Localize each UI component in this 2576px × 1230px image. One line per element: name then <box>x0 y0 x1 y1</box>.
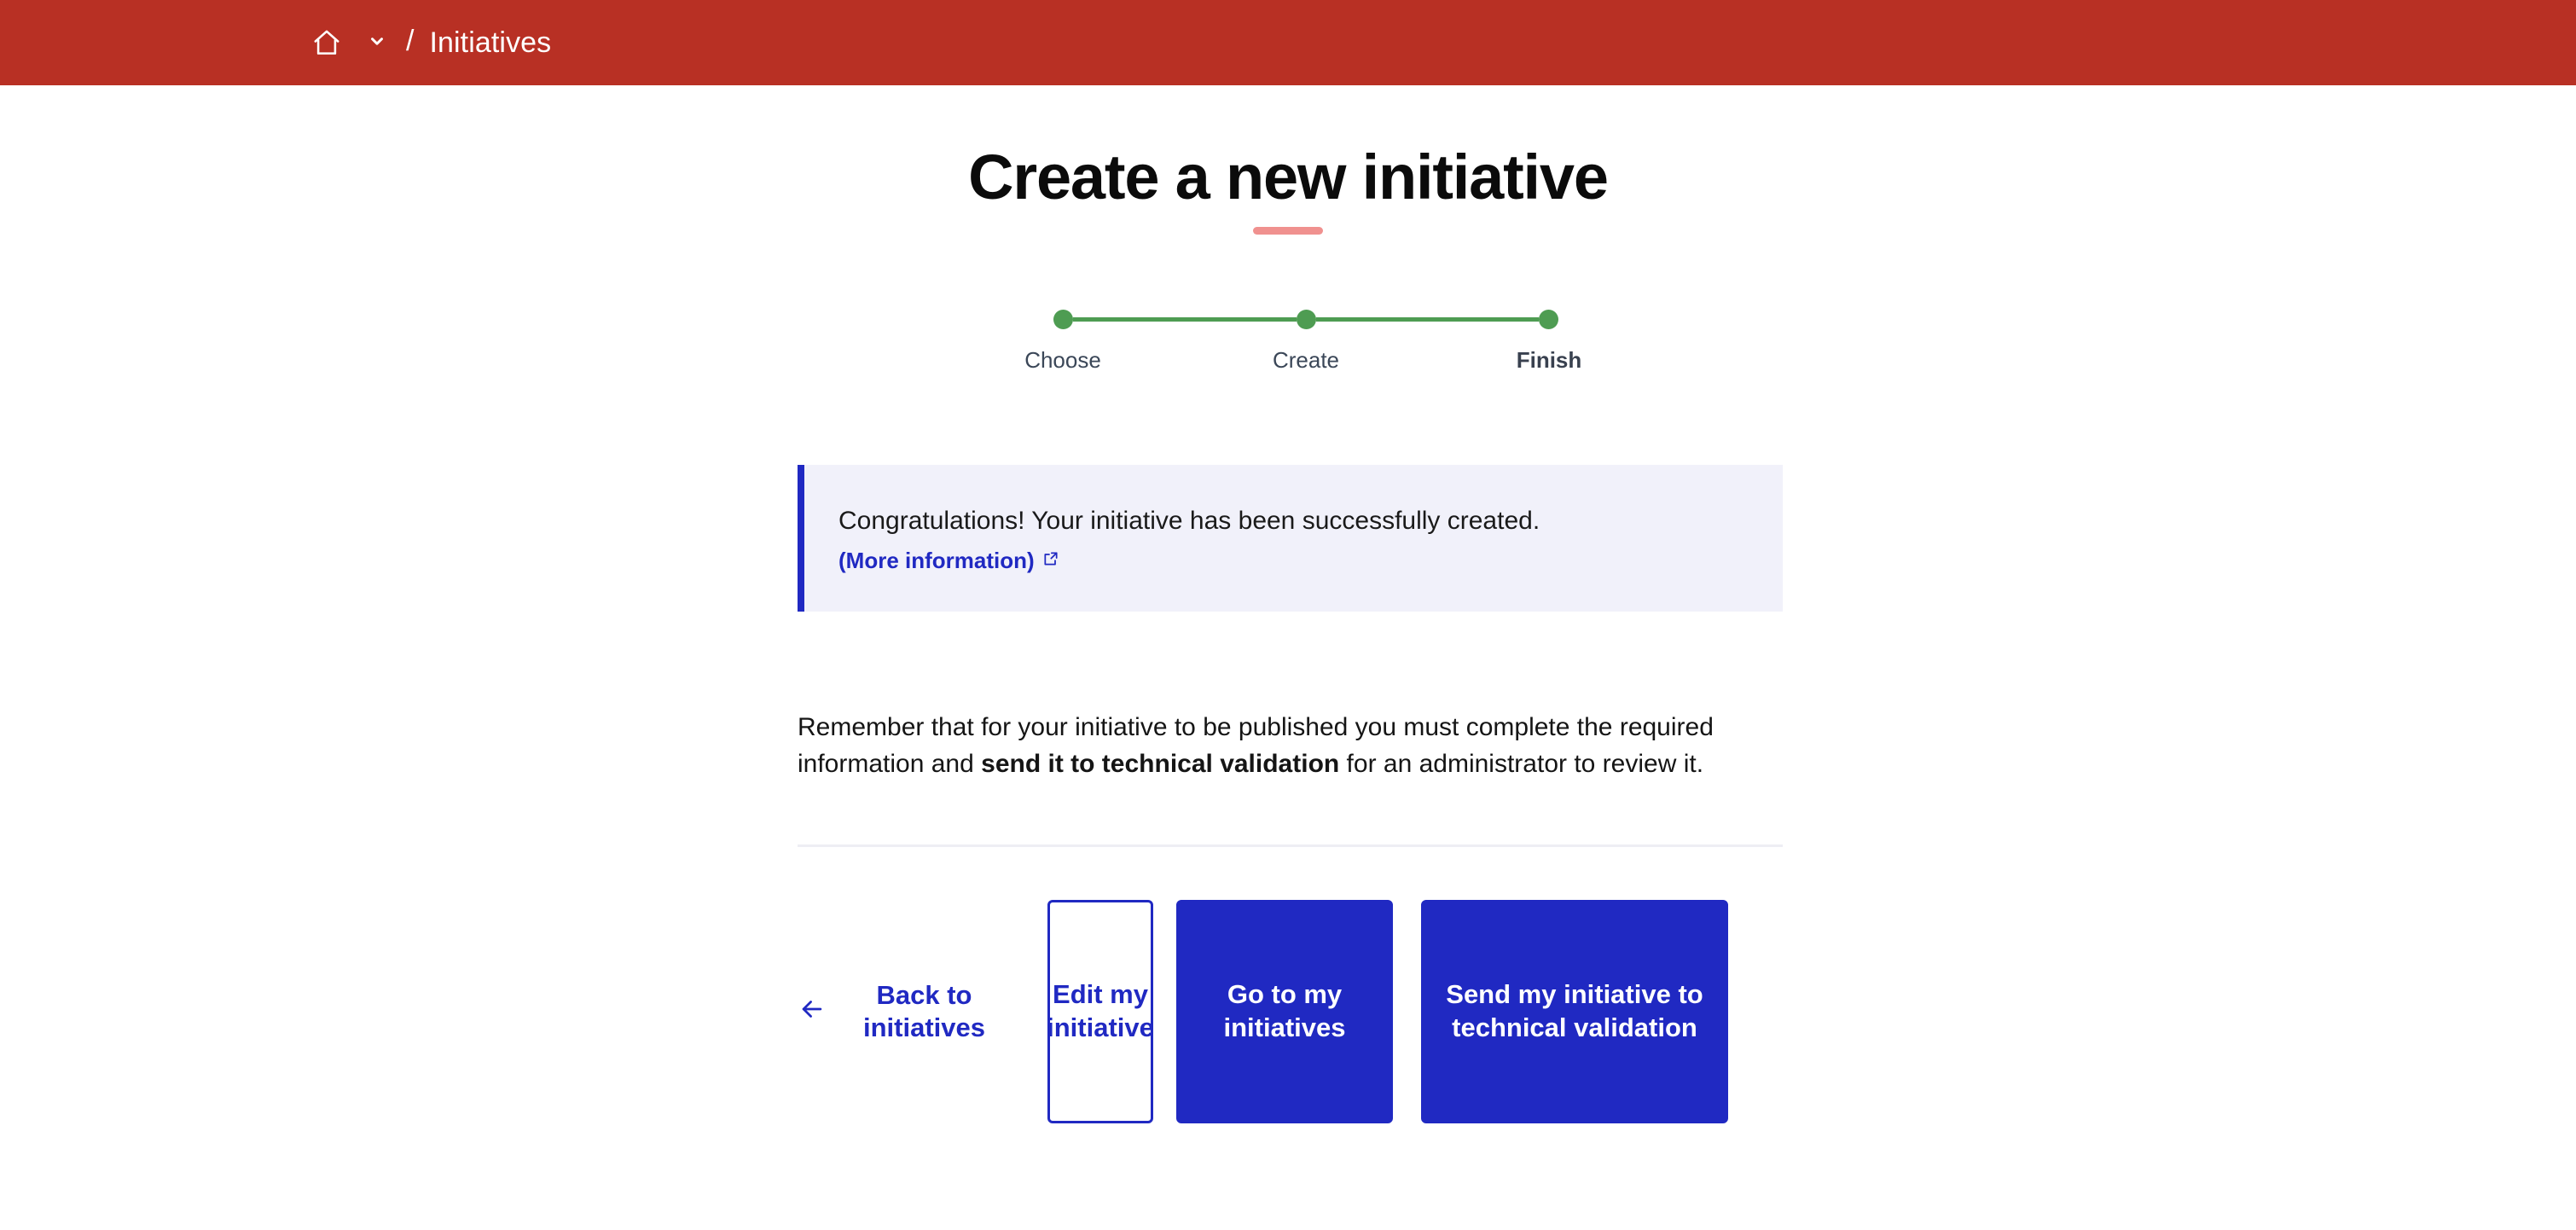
progress-stepper: Choose Create Finish <box>1018 308 1581 373</box>
step-dot-create[interactable] <box>1296 310 1316 330</box>
step-connector-1 <box>1073 317 1297 322</box>
page-body: Create a new initiative Choose Create Fi… <box>0 85 2576 1123</box>
go-to-my-initiatives-button[interactable]: Go to my initiatives <box>1176 899 1393 1123</box>
page-title: Create a new initiative <box>968 142 1609 212</box>
stepper-labels: Choose Create Finish <box>1024 346 1581 373</box>
breadcrumb-separator: / <box>406 25 415 57</box>
home-button[interactable] <box>307 23 346 62</box>
publication-notice: Remember that for your initiative to be … <box>798 710 1744 782</box>
edit-my-initiative-button[interactable]: Edit my initiative <box>1047 899 1154 1123</box>
step-dot-finish[interactable] <box>1539 310 1558 330</box>
chevron-down-icon <box>368 32 386 55</box>
section-divider <box>798 844 1783 847</box>
notice-part-2: for an administrator to review it. <box>1339 750 1704 778</box>
step-connector-2 <box>1315 317 1539 322</box>
step-label-finish: Finish <box>1516 346 1582 373</box>
back-to-initiatives-link[interactable]: Back to initiatives <box>798 900 1005 1123</box>
go-to-my-initiatives-label: Go to my initiatives <box>1223 978 1346 1042</box>
home-dropdown-button[interactable] <box>360 23 394 62</box>
notice-part-1: Remember that for your initiative to be … <box>798 713 1714 778</box>
step-label-create: Create <box>1272 346 1340 373</box>
arrow-left-icon <box>798 995 827 1028</box>
page-title-block: Create a new initiative <box>0 143 2576 235</box>
content-column: Congratulations! Your initiative has bee… <box>798 464 1783 1123</box>
external-link-icon <box>1042 550 1059 571</box>
more-information-row: (More information) <box>838 548 1783 574</box>
top-navigation-bar: / Initiatives <box>0 0 2576 85</box>
step-dot-choose[interactable] <box>1053 310 1073 330</box>
success-callout: Congratulations! Your initiative has bee… <box>798 464 1783 612</box>
back-to-initiatives-label: Back to initiatives <box>863 979 985 1042</box>
notice-emphasis: send it to technical validation <box>981 750 1340 778</box>
action-button-row: Back to initiatives Edit my initiative G… <box>798 899 1783 1123</box>
send-to-technical-validation-button[interactable]: Send my initiative to technical validati… <box>1421 899 1728 1123</box>
success-message: Congratulations! Your initiative has bee… <box>838 506 1540 535</box>
breadcrumb-current-initiatives[interactable]: Initiatives <box>429 26 552 59</box>
send-to-technical-validation-label: Send my initiative to technical validati… <box>1446 978 1703 1042</box>
stepper-track <box>1053 308 1558 332</box>
step-label-choose: Choose <box>1024 346 1101 373</box>
edit-my-initiative-label: Edit my initiative <box>1047 978 1154 1042</box>
more-information-link[interactable]: (More information) <box>838 548 1035 574</box>
home-icon <box>311 27 342 58</box>
title-accent-rule <box>1253 226 1323 235</box>
